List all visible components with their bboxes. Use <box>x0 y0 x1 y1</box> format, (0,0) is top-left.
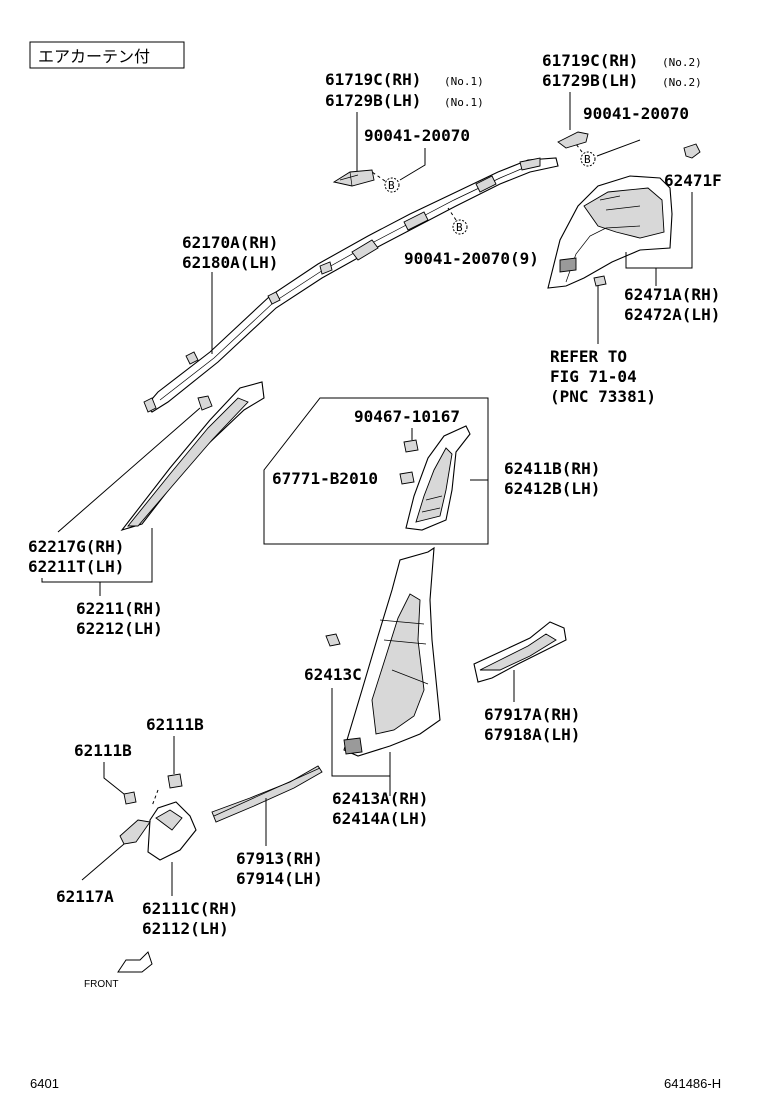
page-code: 6401 <box>30 1076 59 1091</box>
label-62180a: 62180A(LH) <box>182 253 278 272</box>
callout-b-icon-1 <box>384 177 400 193</box>
label-62471f: 62471F <box>664 171 722 190</box>
clip-62413c <box>325 633 341 647</box>
label-67914: 67914(LH) <box>236 869 323 888</box>
label-90041-left: 90041-20070 <box>364 126 470 145</box>
label-refer-1: REFER TO <box>550 347 627 366</box>
clip-90467 <box>403 439 419 453</box>
clip-62111b-top <box>167 773 183 789</box>
cowl-side-trim <box>147 801 197 861</box>
door-scuff-plate <box>211 765 323 823</box>
callout-b-2: B <box>584 153 591 166</box>
label-62412b: 62412B(LH) <box>504 479 600 498</box>
leader-62217g <box>57 407 201 533</box>
quarter-trim-62471a <box>547 175 673 289</box>
clip-61719c-no2 <box>557 131 589 149</box>
clip-62111b-left <box>123 791 137 805</box>
label-67918a: 67918A(LH) <box>484 725 580 744</box>
bracket-62117a <box>119 819 151 845</box>
dash-b1 <box>371 171 386 182</box>
label-62117a: 62117A <box>56 887 114 906</box>
label-no2-b: (No.2) <box>662 76 702 89</box>
label-62414a: 62414A(LH) <box>332 809 428 828</box>
label-no1-a: (No.1) <box>444 75 484 88</box>
clip-61719c-no1 <box>332 169 375 187</box>
label-67913: 67913(RH) <box>236 849 323 868</box>
label-61719c-no2: 61719C(RH) <box>542 51 638 70</box>
label-67771: 67771-B2010 <box>272 469 378 488</box>
label-90041-center: 90041-20070(9) <box>404 249 539 268</box>
leader-90041-left <box>399 148 426 181</box>
label-90467: 90467-10167 <box>354 407 460 426</box>
clip-62217g <box>197 395 213 411</box>
label-no1-b: (No.1) <box>444 96 484 109</box>
clip-62471a <box>593 275 607 287</box>
leader-90041-right <box>596 139 641 157</box>
header-box <box>29 41 185 69</box>
inset-box <box>263 397 489 545</box>
label-62413c: 62413C <box>304 665 362 684</box>
b-pillar-lower <box>343 546 441 757</box>
leader-62471a <box>625 192 693 269</box>
label-62170a: 62170A(RH) <box>182 233 278 252</box>
label-refer-2: FIG 71-04 <box>550 367 637 386</box>
label-62211: 62211(RH) <box>76 599 163 618</box>
label-62471a: 62471A(RH) <box>624 285 720 304</box>
label-62217g: 62217G(RH) <box>28 537 124 556</box>
label-62211t: 62211T(LH) <box>28 557 124 576</box>
label-90041-right: 90041-20070 <box>583 104 689 123</box>
label-62411b: 62411B(RH) <box>504 459 600 478</box>
callout-b-icon-2 <box>580 151 596 167</box>
label-61729b-no2: 61729B(LH) <box>542 71 638 90</box>
label-refer-3: (PNC 73381) <box>550 387 656 406</box>
front-arrow-icon <box>117 951 153 973</box>
label-62413a: 62413A(RH) <box>332 789 428 808</box>
dash-b3 <box>447 207 457 221</box>
label-61719c-no1: 61719C(RH) <box>325 70 421 89</box>
clip-62471f <box>683 143 701 159</box>
label-62111b-left: 62111B <box>74 741 132 760</box>
leader-62117a <box>81 843 125 881</box>
callout-b-3: B <box>456 221 463 234</box>
leader-62413c <box>331 688 390 777</box>
curtain-airbag <box>143 157 559 413</box>
label-61729b-no1: 61729B(LH) <box>325 91 421 110</box>
callout-b-icon-3 <box>452 219 468 235</box>
clip-67771 <box>399 471 415 485</box>
label-62212: 62212(LH) <box>76 619 163 638</box>
label-62472a: 62472A(LH) <box>624 305 720 324</box>
b-pillar-upper <box>405 425 471 531</box>
front-label: FRONT <box>84 979 118 990</box>
dash-b2 <box>575 143 583 153</box>
figure-code: 641486-H <box>664 1076 721 1091</box>
label-67917a: 67917A(RH) <box>484 705 580 724</box>
leader-62211 <box>41 528 153 583</box>
label-62111b-top: 62111B <box>146 715 204 734</box>
label-no2-a: (No.2) <box>662 56 702 69</box>
label-62111c: 62111C(RH) <box>142 899 238 918</box>
label-62112: 62112(LH) <box>142 919 229 938</box>
callout-b-1: B <box>388 179 395 192</box>
header-box-label: エアカーテン付 <box>38 47 150 66</box>
rear-scuff-plate <box>473 621 567 683</box>
a-pillar-garnish <box>120 381 265 532</box>
